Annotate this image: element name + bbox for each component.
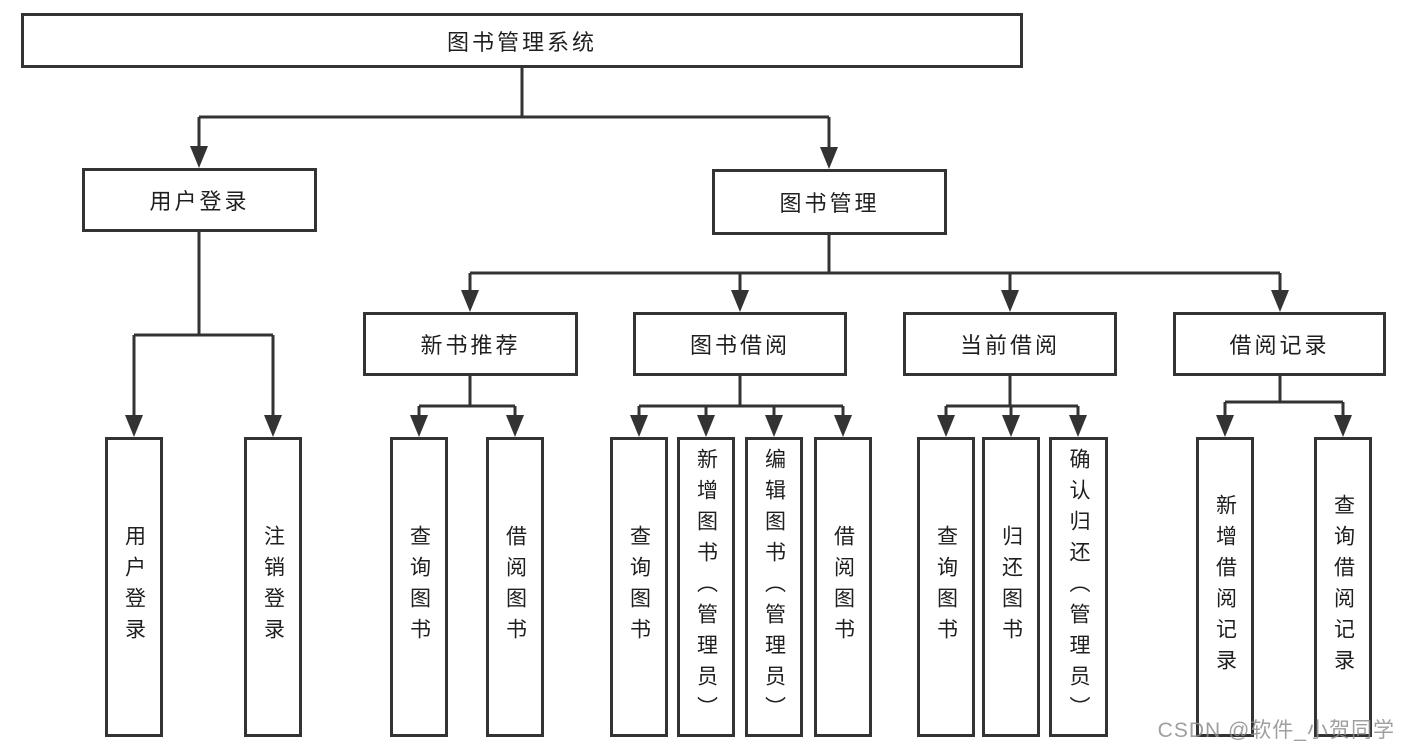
- leaf-cb-confirm-return-admin: 确认归还（管理员）: [1049, 437, 1108, 737]
- node-new-book-recommend-label: 新书推荐: [420, 333, 521, 358]
- node-book-management-label: 图书管理: [779, 191, 880, 216]
- leaf-br-query-borrow-record: 查询借阅记录: [1314, 437, 1372, 737]
- leaf-nbr-borrow-books-label: 借阅图书: [503, 525, 527, 649]
- leaf-cb-query-books: 查询图书: [917, 437, 975, 737]
- leaf-cb-return-books-label: 归还图书: [999, 525, 1023, 649]
- leaf-br-query-borrow-record-label: 查询借阅记录: [1331, 494, 1355, 680]
- leaf-logout: 注销登录: [244, 437, 302, 737]
- node-current-borrow: 当前借阅: [903, 312, 1117, 376]
- node-user-login-label: 用户登录: [149, 189, 250, 214]
- node-book-borrow: 图书借阅: [633, 312, 847, 376]
- leaf-cb-return-books: 归还图书: [982, 437, 1040, 737]
- leaf-bb-borrow-books: 借阅图书: [814, 437, 872, 737]
- leaf-bb-borrow-books-label: 借阅图书: [831, 525, 855, 649]
- leaf-bb-edit-book-admin: 编辑图书（管理员）: [745, 437, 803, 737]
- node-book-borrow-label: 图书借阅: [689, 333, 790, 358]
- leaf-br-add-borrow-record-label: 新增借阅记录: [1213, 494, 1237, 680]
- node-new-book-recommend: 新书推荐: [363, 312, 578, 376]
- leaf-bb-add-book-admin-label: 新增图书（管理员）: [694, 447, 718, 727]
- leaf-bb-query-books: 查询图书: [610, 437, 668, 737]
- leaf-nbr-query-books-label: 查询图书: [407, 525, 431, 649]
- leaf-cb-confirm-return-admin-label: 确认归还（管理员）: [1067, 447, 1090, 727]
- node-borrow-records: 借阅记录: [1173, 312, 1386, 376]
- leaf-br-add-borrow-record: 新增借阅记录: [1196, 437, 1254, 737]
- leaf-bb-edit-book-admin-label: 编辑图书（管理员）: [762, 447, 786, 727]
- leaf-cb-query-books-label: 查询图书: [934, 525, 958, 649]
- node-book-management: 图书管理: [712, 169, 947, 235]
- leaf-bb-add-book-admin: 新增图书（管理员）: [677, 437, 735, 737]
- leaf-nbr-borrow-books: 借阅图书: [486, 437, 544, 737]
- node-root-label: 图书管理系统: [446, 29, 597, 55]
- leaf-user-login-label: 用户登录: [122, 525, 146, 649]
- node-user-login: 用户登录: [82, 168, 317, 232]
- leaf-logout-label: 注销登录: [261, 525, 285, 649]
- watermark: CSDN @软件_小贺同学: [1157, 719, 1395, 742]
- leaf-nbr-query-books: 查询图书: [390, 437, 448, 737]
- leaf-bb-query-books-label: 查询图书: [627, 525, 651, 649]
- arrowheads: [125, 146, 1352, 437]
- leaf-user-login: 用户登录: [105, 437, 163, 737]
- node-borrow-records-label: 借阅记录: [1229, 333, 1330, 358]
- node-current-borrow-label: 当前借阅: [959, 333, 1060, 358]
- node-root: 图书管理系统: [21, 13, 1023, 68]
